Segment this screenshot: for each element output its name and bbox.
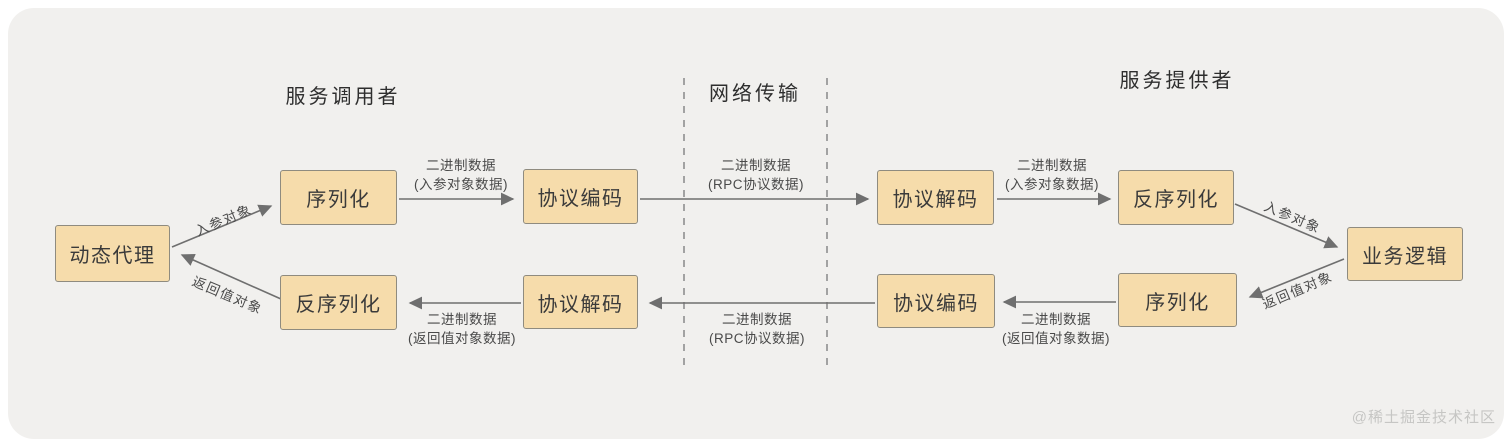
edge-label-line2: (返回值对象数据) bbox=[408, 331, 516, 346]
edge-label-request-object-left: 入参对象 bbox=[193, 201, 255, 240]
edge-label-line1: 二进制数据 bbox=[426, 158, 496, 173]
section-title-service-caller: 服务调用者 bbox=[285, 86, 401, 108]
node-caller-serialize: 序列化 bbox=[280, 170, 397, 225]
edge-label-line2: (RPC协议数据) bbox=[709, 331, 805, 346]
node-caller-deserialize: 反序列化 bbox=[280, 275, 397, 330]
section-title-network-transfer: 网络传输 bbox=[709, 83, 801, 105]
node-business-logic: 业务逻辑 bbox=[1347, 227, 1463, 281]
edge-label-request-object-right: 入参对象 bbox=[1261, 198, 1323, 237]
edge-label-line1: 二进制数据 bbox=[722, 312, 792, 327]
node-dynamic-proxy: 动态代理 bbox=[55, 225, 170, 282]
edge-label-binary-request-left: 二进制数据 (入参对象数据) bbox=[366, 156, 556, 194]
edge-label-return-object-right: 返回值对象 bbox=[1260, 268, 1336, 312]
edge-label-binary-return-network: 二进制数据 (RPC协议数据) bbox=[662, 310, 852, 348]
juejin-watermark: @稀土掘金技术社区 bbox=[1351, 409, 1496, 426]
node-caller-decode: 协议解码 bbox=[523, 275, 638, 329]
edge-label-line2: (RPC协议数据) bbox=[708, 177, 804, 192]
node-provider-deserialize: 反序列化 bbox=[1118, 170, 1234, 225]
edge-label-binary-return-left: 二进制数据 (返回值对象数据) bbox=[367, 310, 557, 348]
node-caller-encode: 协议编码 bbox=[523, 169, 638, 224]
edge-label-line1: 二进制数据 bbox=[427, 312, 497, 327]
edge-label-line1: 二进制数据 bbox=[721, 158, 791, 173]
edge-label-line1: 二进制数据 bbox=[1017, 158, 1087, 173]
node-provider-decode: 协议解码 bbox=[877, 170, 994, 225]
edge-label-binary-request-right: 二进制数据 (入参对象数据) bbox=[957, 156, 1147, 194]
edge-label-line2: (入参对象数据) bbox=[1005, 177, 1099, 192]
edge-label-return-object-left: 返回值对象 bbox=[189, 273, 265, 317]
node-provider-encode: 协议编码 bbox=[877, 274, 995, 328]
node-provider-serialize: 序列化 bbox=[1118, 273, 1237, 327]
edge-label-binary-return-right: 二进制数据 (返回值对象数据) bbox=[961, 310, 1151, 348]
section-title-service-provider: 服务提供者 bbox=[1119, 70, 1235, 92]
edge-label-line2: (入参对象数据) bbox=[414, 177, 508, 192]
edge-label-line2: (返回值对象数据) bbox=[1002, 331, 1110, 346]
edge-label-binary-request-network: 二进制数据 (RPC协议数据) bbox=[661, 156, 851, 194]
edge-label-line1: 二进制数据 bbox=[1021, 312, 1091, 327]
